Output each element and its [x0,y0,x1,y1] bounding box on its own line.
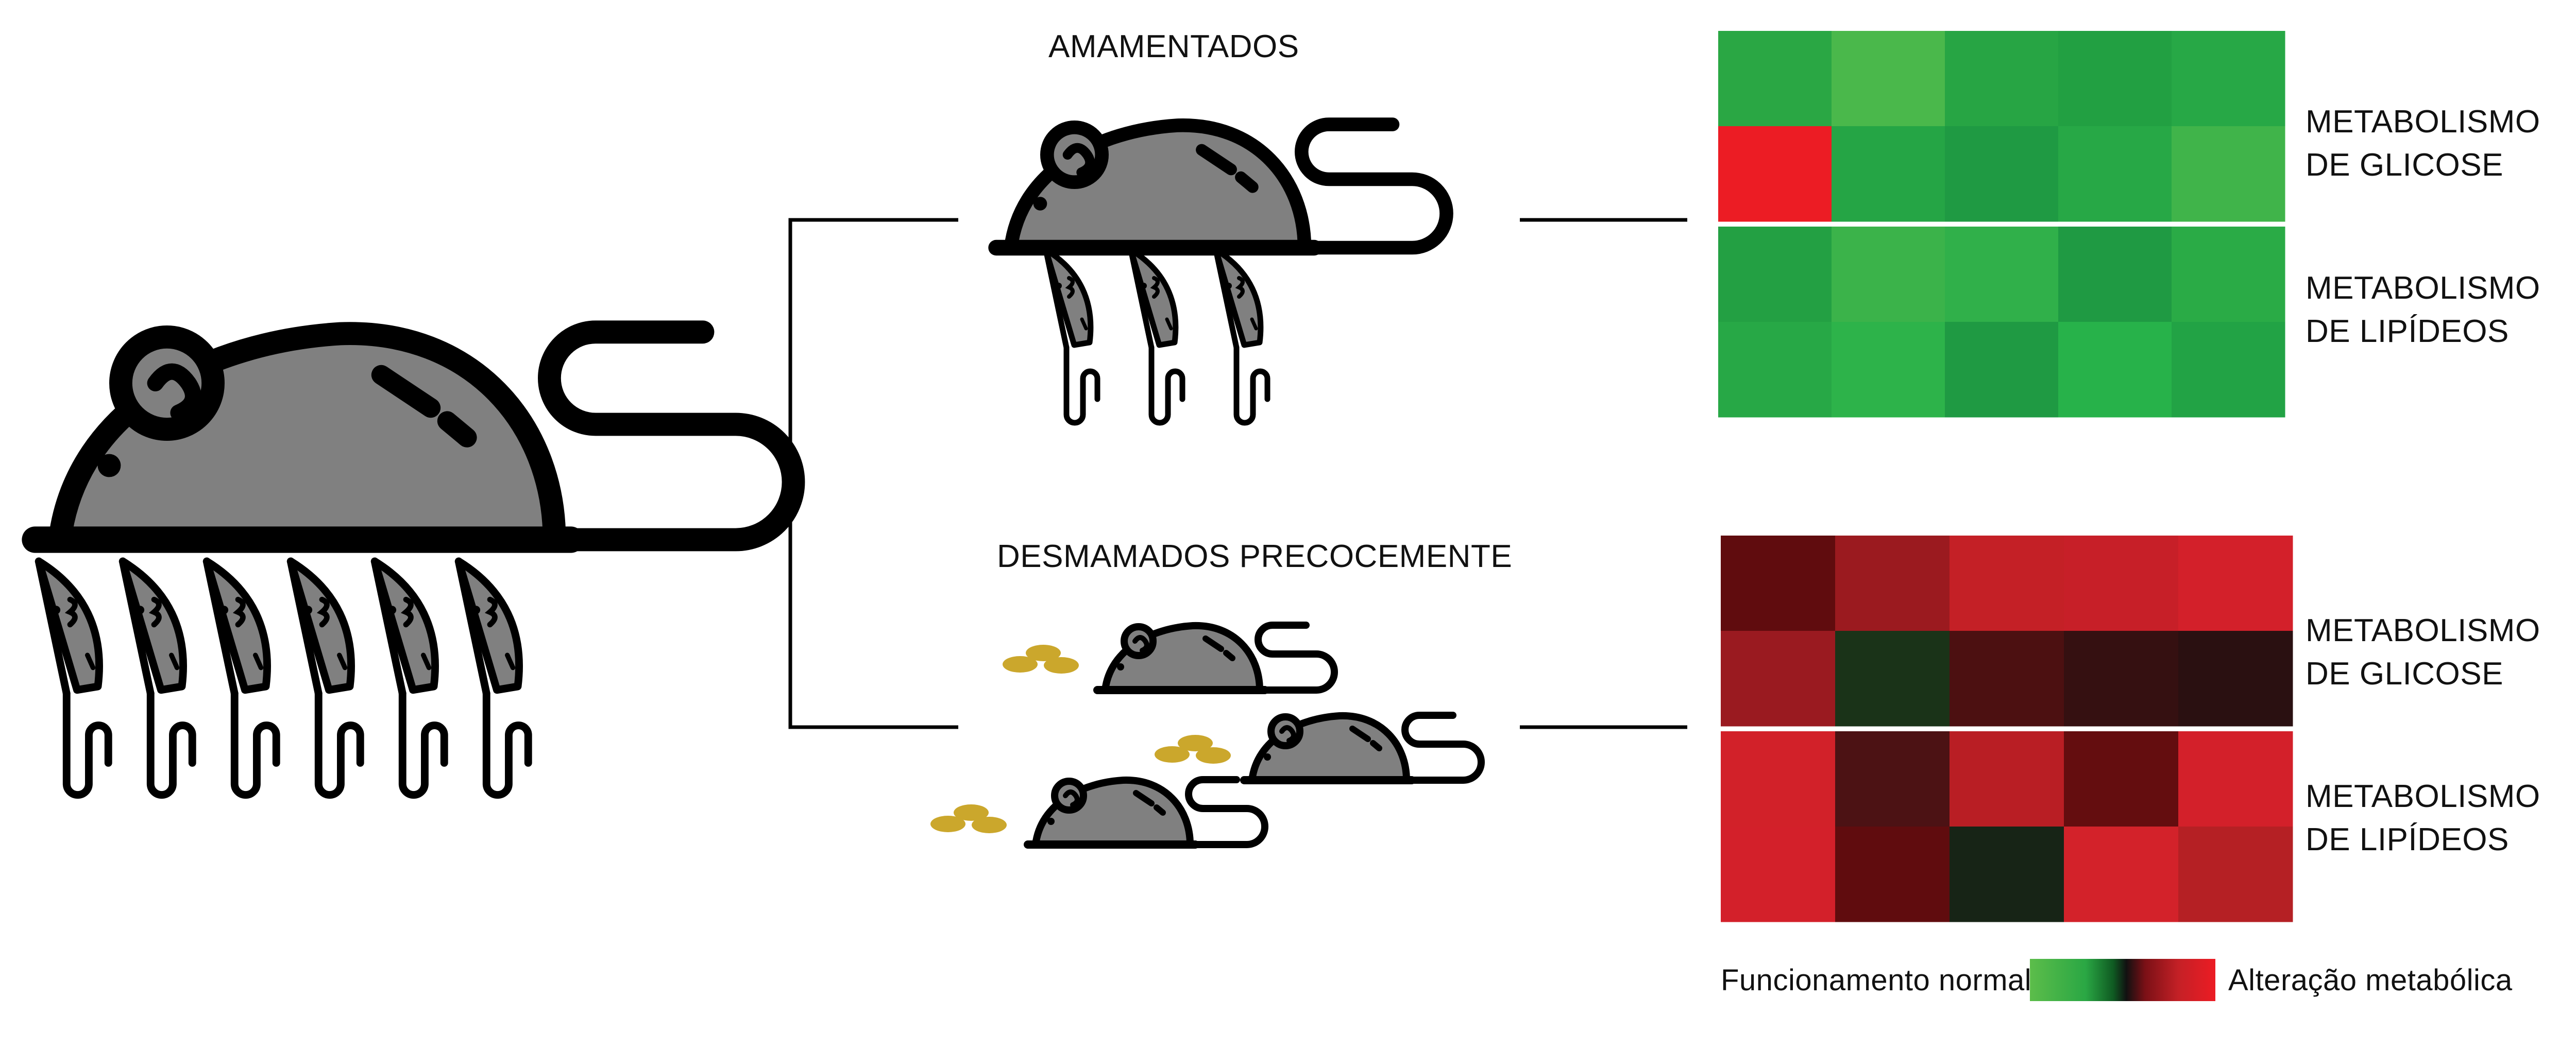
label-line: METABOLISMO [2306,104,2540,140]
heatmap-cell [1950,731,2064,827]
heatmap-cell [1950,536,2064,631]
label-line: METABOLISMO [2306,270,2540,306]
label-line: METABOLISMO [2306,779,2540,814]
heatmap-cell [2172,31,2285,127]
mother-mouse-breastfed [996,125,1447,248]
pup-group-breastfed [1046,250,1267,423]
heatmap-cell [2172,227,2285,322]
heatmap-cell [1835,536,1950,631]
heatmap-cell [1718,126,1832,222]
heatmap-cell [2172,126,2285,222]
heatmap-cell [2064,631,2179,727]
pup-icon [123,561,192,795]
legend-right-label: Alteração metabólica [2228,964,2513,997]
heatmap-cell [1945,227,2059,322]
heatmap-breastfed-glucose [1718,31,2285,222]
food-icon [930,804,1007,833]
label-line: DE GLICOSE [2306,656,2503,692]
heatmap-cell [2178,631,2293,727]
heatmap-cell [1721,631,1836,727]
heatmap-cell [2058,322,2172,418]
pup-group-left [39,561,528,795]
mother-mouse-large [35,332,793,540]
pup-icon [291,561,360,795]
heatmap-cell [2178,731,2293,827]
heatmap-cell [1945,322,2059,418]
heatmap-breastfed-lipid [1718,227,2285,418]
legend-left-label: Funcionamento normal [1721,964,2032,997]
heatmap-cell [1718,322,1832,418]
pup-icon [1046,250,1097,423]
heatmap-weaned-glucose [1721,536,2293,727]
heatmap-cell [1718,31,1832,127]
heatmap-cell [1721,536,1836,631]
heatmap-cell [1835,631,1950,727]
heatmap-cell [1835,731,1950,827]
heatmap-cell [2064,731,2179,827]
label-line: DE GLICOSE [2306,147,2503,183]
food-icon [1155,735,1231,764]
pup-icon [1216,250,1267,423]
heatmap-cell [1950,631,2064,727]
heatmap-cell [2064,536,2179,631]
heatmap-cell [2064,827,2179,922]
label-weaned-glucose: METABOLISMO DE GLICOSE [2306,609,2540,696]
pup-icon [459,561,528,795]
label-line: DE LIPÍDEOS [2306,822,2509,857]
heatmap-cell [2172,322,2285,418]
heatmap-cell [2058,31,2172,127]
label-breastfed-lipid: METABOLISMO DE LIPÍDEOS [2306,267,2540,353]
pup-icon [1131,250,1182,423]
heatmap-cell [1950,827,2064,922]
weaned-mouse [1097,625,1334,690]
pup-icon [39,561,108,795]
label-line: METABOLISMO [2306,613,2540,648]
pup-icon [375,561,444,795]
branch-connector [788,218,958,729]
label-weaned-lipid: METABOLISMO DE LIPÍDEOS [2306,775,2540,862]
legend-gradient-bar [2030,959,2215,1001]
weaned-mouse [1244,715,1481,780]
group-title-early-weaned: DESMAMADOS PRECOCEMENTE [997,539,1513,574]
label-breastfed-glucose: METABOLISMO DE GLICOSE [2306,100,2540,187]
pup-icon [207,561,276,795]
group-title-breastfed: AMAMENTADOS [1048,29,1299,64]
heatmap-cell [2058,126,2172,222]
weaned-mouse [1028,780,1265,845]
heatmap-cell [1721,731,1836,827]
heatmap-cell [1832,31,1945,127]
heatmap-cell [1721,827,1836,922]
heatmap-cell [1832,126,1945,222]
heatmap-weaned-lipid [1721,731,2293,922]
heatmap-cell [1832,322,1945,418]
heatmap-cell [1945,126,2059,222]
heatmap-cell [1832,227,1945,322]
heatmap-cell [1718,227,1832,322]
heatmap-cell [1945,31,2059,127]
heatmap-cell [1835,827,1950,922]
heatmap-cell [2178,536,2293,631]
label-line: DE LIPÍDEOS [2306,314,2509,349]
heatmap-cell [2058,227,2172,322]
heatmap-cell [2178,827,2293,922]
food-icon [1003,645,1079,674]
